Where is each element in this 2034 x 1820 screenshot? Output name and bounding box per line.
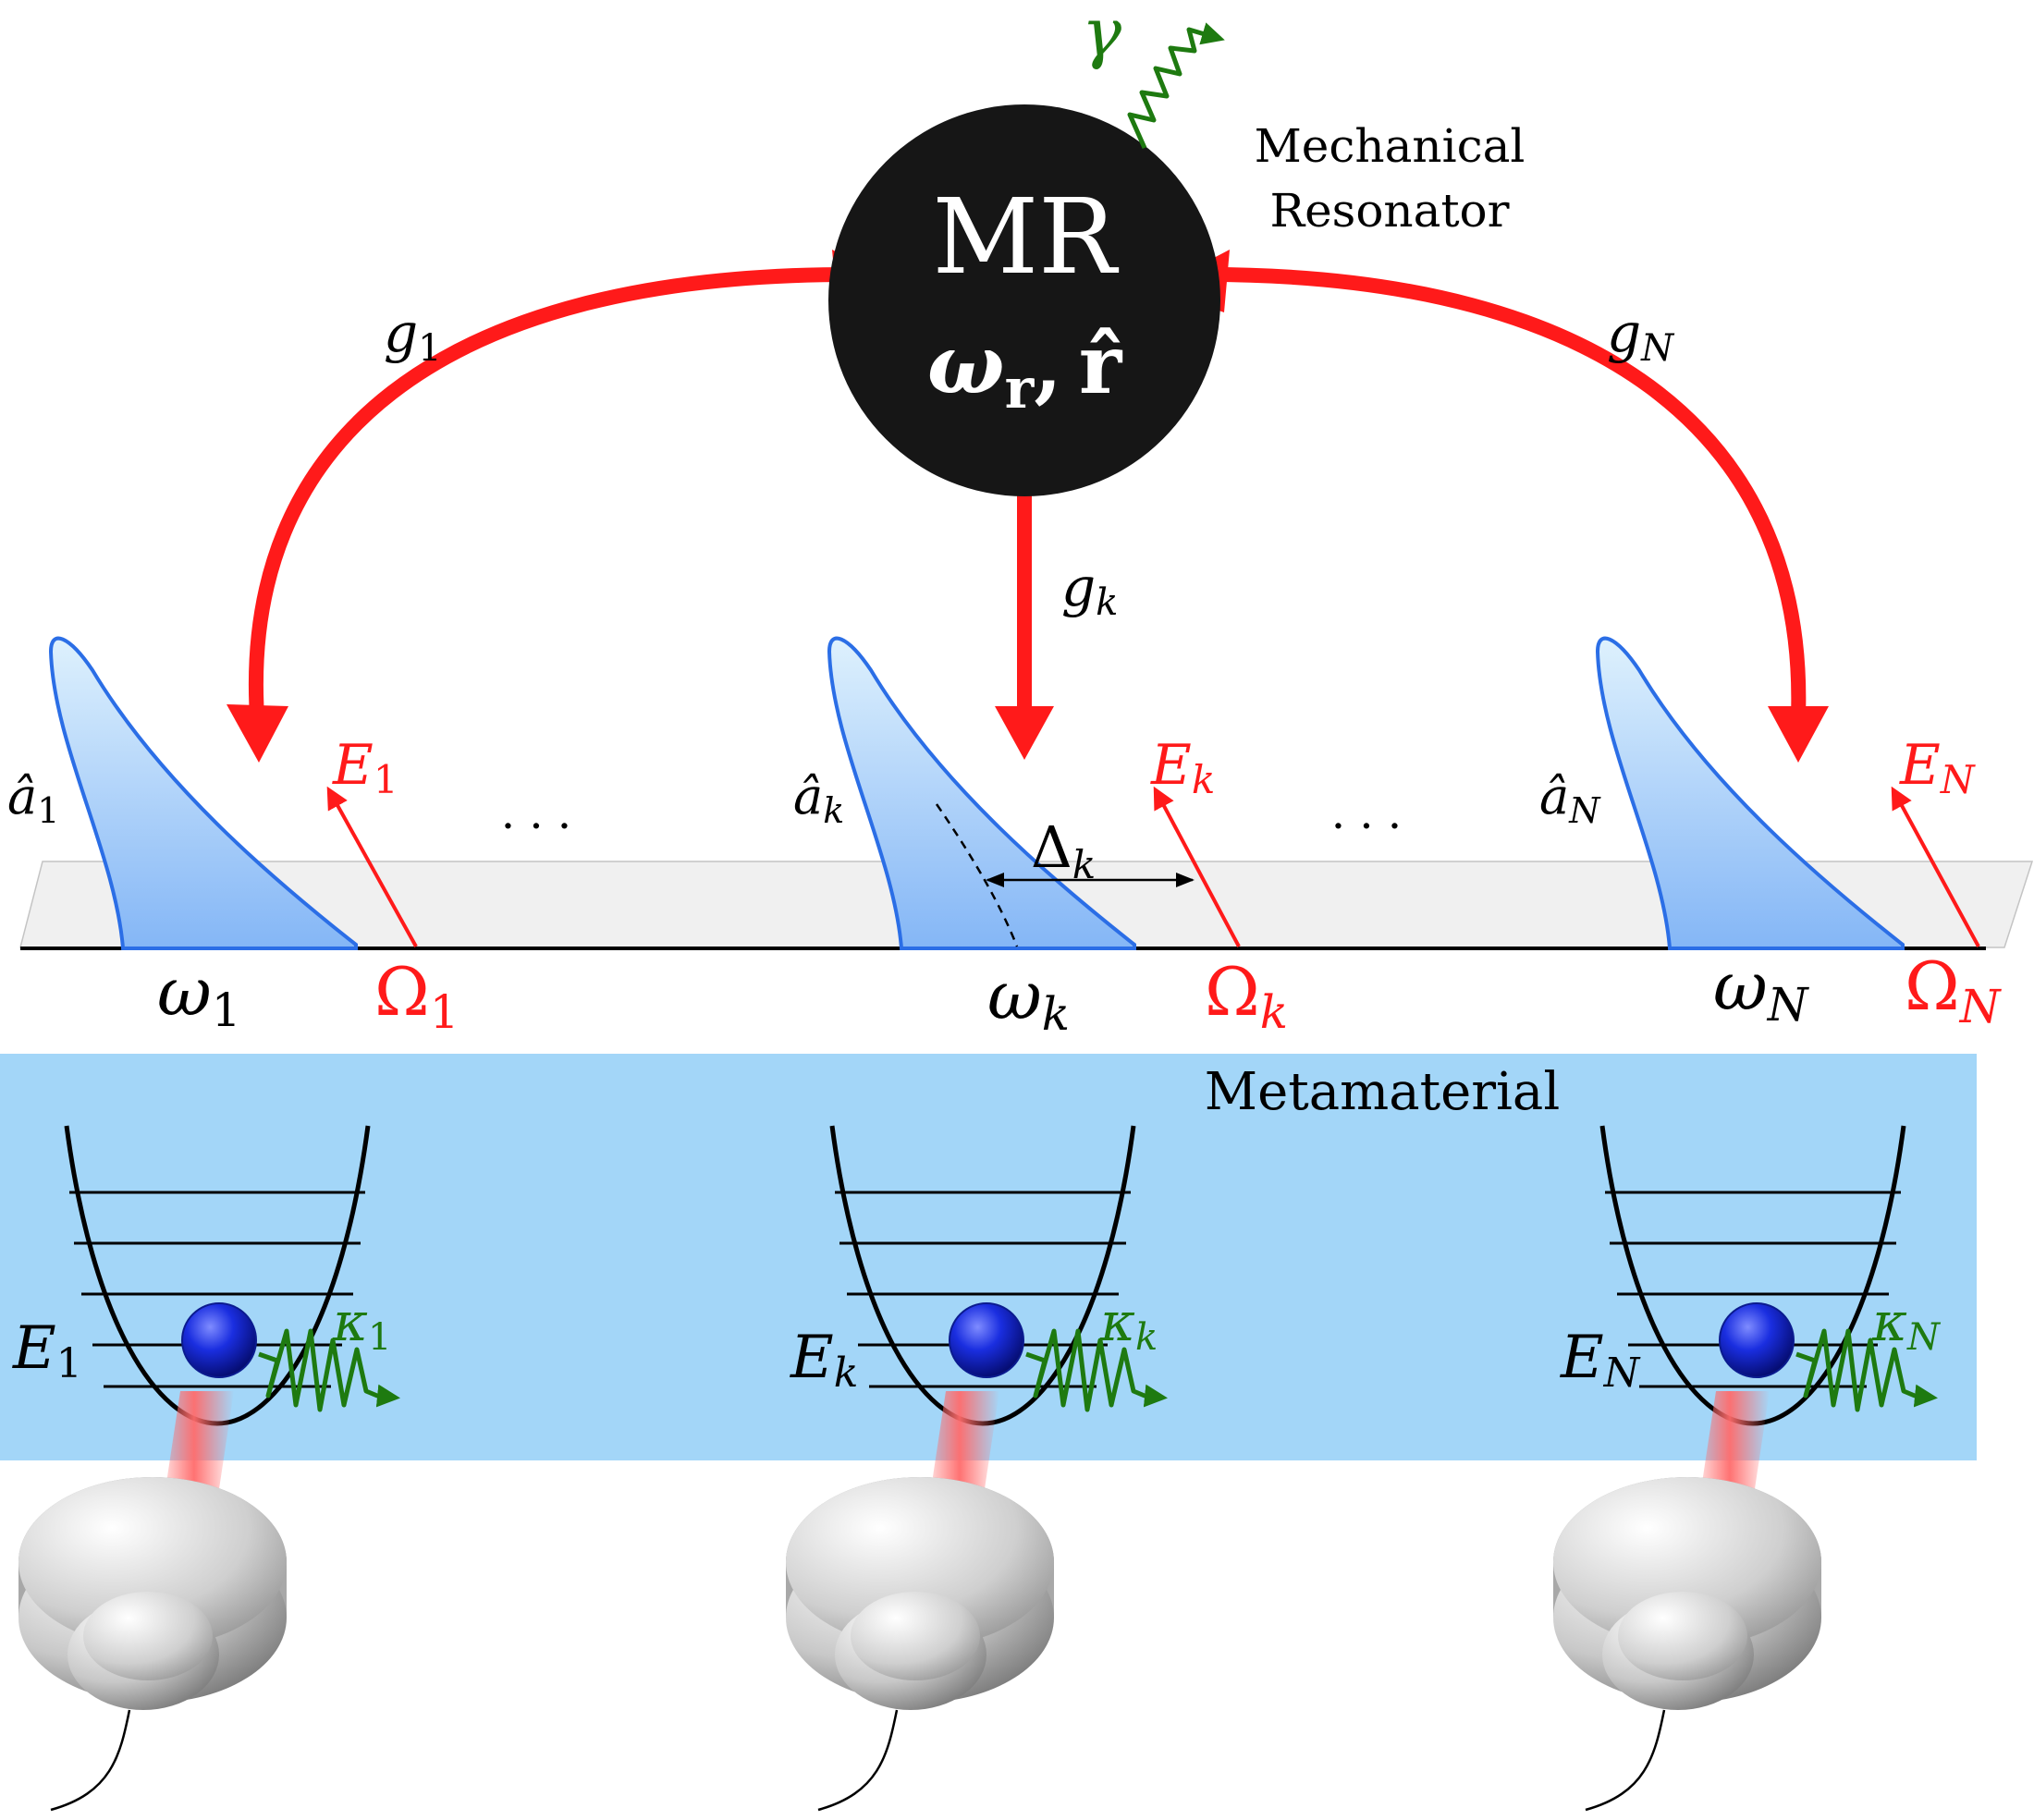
drive-arrow-k (1153, 786, 1241, 947)
mode-1-lineshape (48, 636, 358, 950)
mode-k-operator-label: âk (793, 767, 844, 831)
ellipsis-right: · · · (1331, 800, 1402, 852)
coupling-middle-label: gk (1061, 556, 1118, 624)
coupling-arrow-right (1156, 250, 1829, 763)
ion-1-icon (181, 1302, 257, 1378)
detuning-label: Δk (1031, 813, 1096, 887)
well-1-energy-label: E1 (12, 1314, 82, 1387)
resonator-title: MR (932, 177, 1120, 298)
mode-1-frequency-label: ω1 (157, 953, 241, 1037)
well-k-levels (835, 1191, 1131, 1388)
drive-k-label: Ek (1150, 733, 1215, 802)
laser-source-n-cable (1585, 1709, 1666, 1812)
coupling-right-head-bottom (1768, 706, 1829, 763)
drive-1-label: E1 (332, 733, 398, 802)
ellipsis-left: · · · (501, 800, 571, 852)
laser-source-k-icon (786, 1477, 1054, 1812)
coupling-left-label: g1 (384, 301, 442, 370)
laser-source-k-cable (817, 1709, 899, 1812)
coupling-middle-head-bottom (995, 706, 1054, 760)
laser-source-1-icon (18, 1477, 287, 1812)
well-k-decay-label: κk (1099, 1290, 1158, 1359)
laser-source-n-icon (1553, 1477, 1821, 1812)
ion-1-decay-icon (258, 1328, 400, 1412)
mechanical-resonator (828, 104, 1220, 496)
resonator-caption-line1: Mechanical (1255, 119, 1526, 173)
mode-n-frequency-label: ωN (1713, 947, 1810, 1032)
well-1-decay-label: κ1 (332, 1290, 392, 1359)
resonator-decay-icon (1127, 22, 1225, 150)
coupling-left-head-bottom (227, 704, 288, 763)
resonator-parameters: ωr,r̂ (927, 316, 1123, 421)
well-n-decay-label: κN (1871, 1290, 1942, 1359)
drive-arrow-1 (326, 786, 418, 947)
drive-n-label: EN (1899, 733, 1976, 802)
mode-k-frequency-label: ωk (987, 957, 1070, 1041)
drive-1-frequency-label: Ω1 (374, 953, 459, 1039)
mode-1 (48, 636, 358, 950)
mode-n (1595, 636, 1905, 950)
ion-k-icon (949, 1302, 1024, 1378)
ion-k-decay-icon (1025, 1328, 1168, 1412)
mode-1-operator-label: â1 (7, 767, 59, 831)
drive-n-frequency-label: ΩN (1905, 947, 2003, 1033)
ion-n-icon (1719, 1302, 1795, 1378)
resonator-decay-label: γ (1082, 0, 1122, 71)
drive-arrow-n (1891, 786, 1980, 947)
ion-n-decay-icon (1795, 1328, 1938, 1412)
metamaterial-label: Metamaterial (1205, 1062, 1560, 1122)
well-k-energy-label: Ek (790, 1324, 858, 1397)
mode-n-lineshape (1595, 636, 1905, 950)
mode-k-center-dashed (935, 803, 1019, 947)
resonator-caption-line2: Resonator (1269, 184, 1509, 238)
mode-n-operator-label: âN (1539, 767, 1601, 831)
drive-k-frequency-label: Ωk (1205, 953, 1288, 1039)
laser-source-1-cable (50, 1709, 131, 1812)
coupling-arrow-left (227, 250, 906, 763)
coupling-right-label: gN (1607, 301, 1675, 370)
well-n-energy-label: EN (1560, 1324, 1641, 1397)
